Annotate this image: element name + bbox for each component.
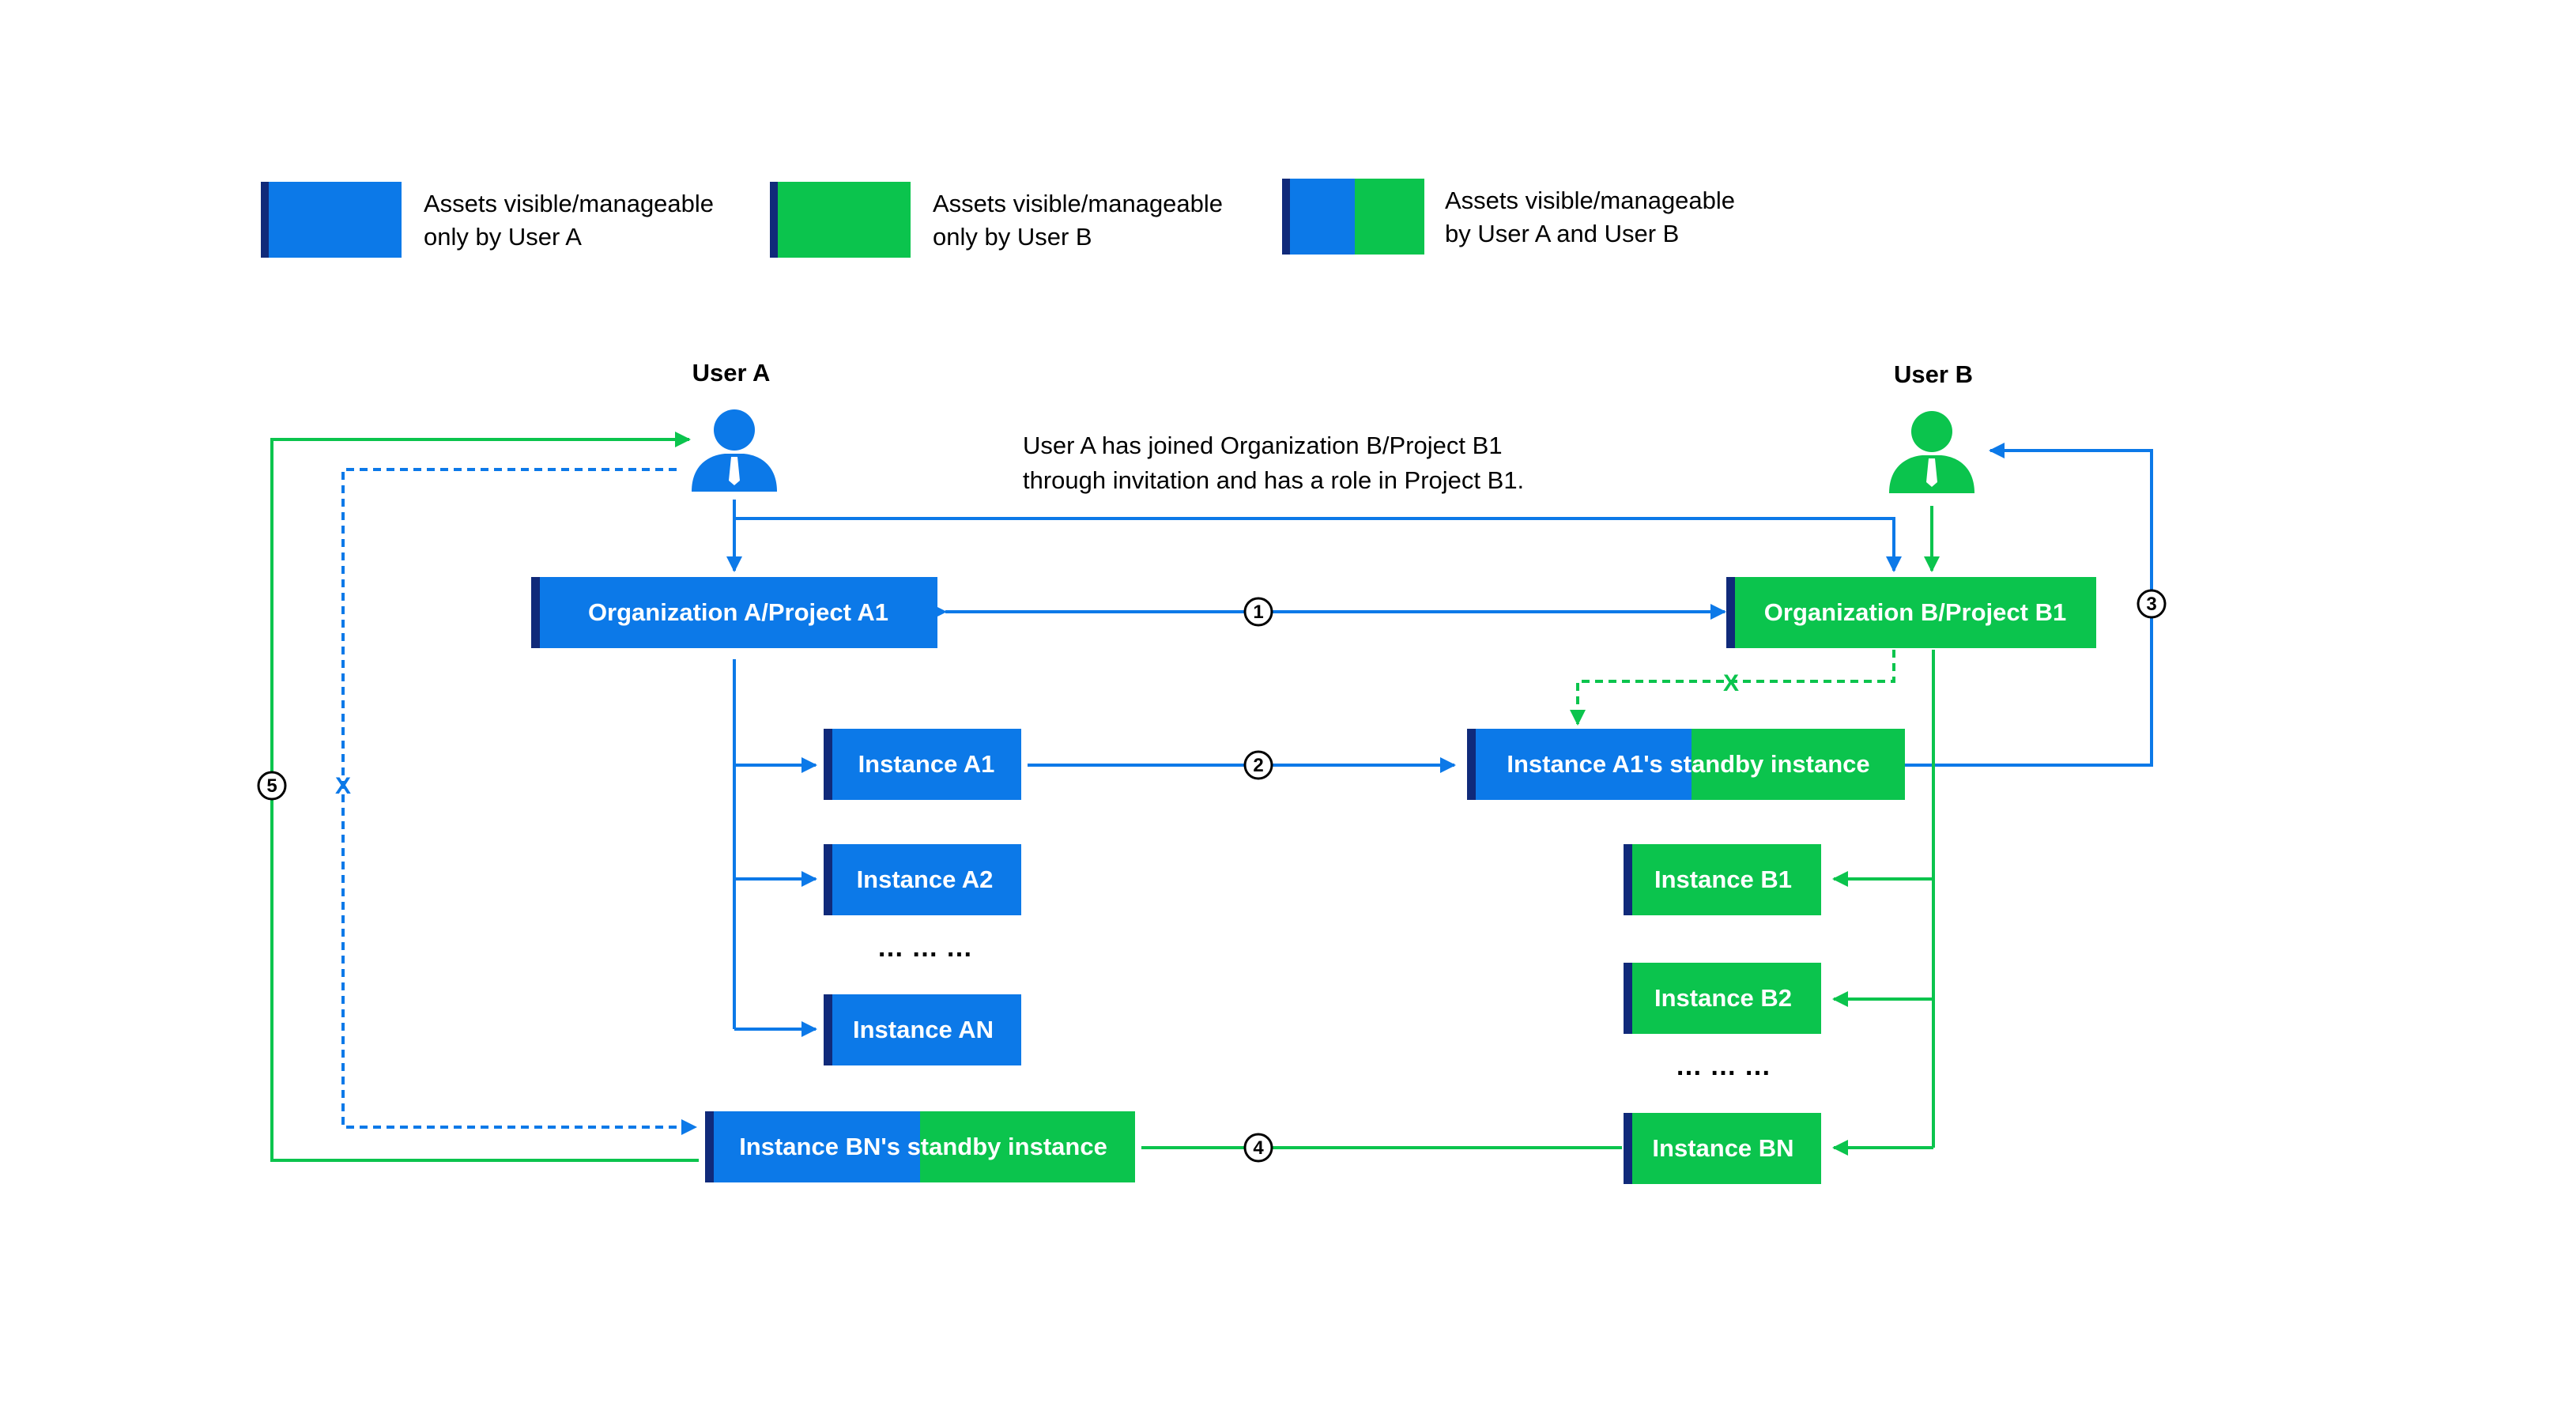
arrow-standby-bn-to-user-a [270,432,699,1162]
user-b-label: User B [1894,360,1973,388]
step-marker-1: 1 [1243,597,1273,627]
legend-label-a-line1: Assets visible/manageable [424,190,714,217]
legend-label-ab-line1: Assets visible/manageable [1445,187,1735,214]
box-instance-a2: Instance A2 [824,844,1021,915]
box-instance-b2: Instance B2 [1624,963,1821,1034]
svg-text:Instance B2: Instance B2 [1654,984,1792,1012]
svg-text:Instance BN's standby instance: Instance BN's standby instance [739,1133,1107,1160]
svg-text:Instance BN: Instance BN [1652,1134,1793,1162]
legend-label-b-line2: only by User B [933,223,1092,251]
arrow-user-a-to-org-b [734,517,1902,572]
legend-label-a-line2: only by User A [424,223,582,251]
box-instance-bn: Instance BN [1624,1113,1821,1184]
legend-swatch-shared [1282,179,1424,255]
svg-text:Organization B/Project B1: Organization B/Project B1 [1764,598,2066,626]
box-org-a: Organization A/Project A1 [531,577,937,648]
legend-label-b-line1: Assets visible/manageable [933,190,1223,217]
box-standby-a1: Instance A1's standby instance [1467,729,1905,800]
note-line1: User A has joined Organization B/Project… [1023,432,1503,459]
svg-text:Instance A1: Instance A1 [858,750,995,778]
box-instance-b1: Instance B1 [1624,844,1821,915]
step-marker-3: 3 [2137,589,2167,619]
svg-text:Instance B1: Instance B1 [1654,866,1792,893]
legend-label-ab-line2: by User A and User B [1445,220,1679,247]
step-marker-4: 4 [1243,1133,1273,1163]
svg-text:Instance AN: Instance AN [853,1016,994,1043]
svg-text:3: 3 [2146,594,2156,615]
user-a-label: User A [692,359,771,387]
svg-text:Instance A2: Instance A2 [857,866,994,893]
legend: Assets visible/manageable only by User A… [261,179,1735,258]
legend-swatch-user-a [261,182,402,258]
arrow-user-a-to-standby-bn-denied [341,468,697,1135]
step-marker-5: 5 [257,771,287,801]
note-line2: through invitation and has a role in Pro… [1023,466,1524,494]
deny-mark-org-b: X [1723,670,1739,696]
user-a-icon [692,409,777,492]
svg-text:5: 5 [266,775,277,797]
svg-text:4: 4 [1253,1137,1264,1159]
box-standby-bn: Instance BN's standby instance [705,1111,1135,1182]
ellipsis-instances-b: … … … [1676,1051,1771,1081]
ellipsis-instances-a: … … … [877,933,973,963]
box-org-b: Organization B/Project B1 [1726,577,2096,648]
step-marker-2: 2 [1243,750,1273,780]
svg-text:Organization A/Project A1: Organization A/Project A1 [588,598,888,626]
arrow-org-b-to-standby-denied [1570,650,1895,726]
svg-text:2: 2 [1253,755,1263,776]
legend-swatch-user-b [770,182,911,258]
deny-mark-user-a: X [335,773,351,799]
user-b-icon [1889,411,1974,493]
box-instance-a1: Instance A1 [824,729,1021,800]
svg-text:1: 1 [1253,602,1263,623]
box-instance-an: Instance AN [824,994,1021,1065]
svg-text:Instance A1's standby instance: Instance A1's standby instance [1507,750,1869,778]
